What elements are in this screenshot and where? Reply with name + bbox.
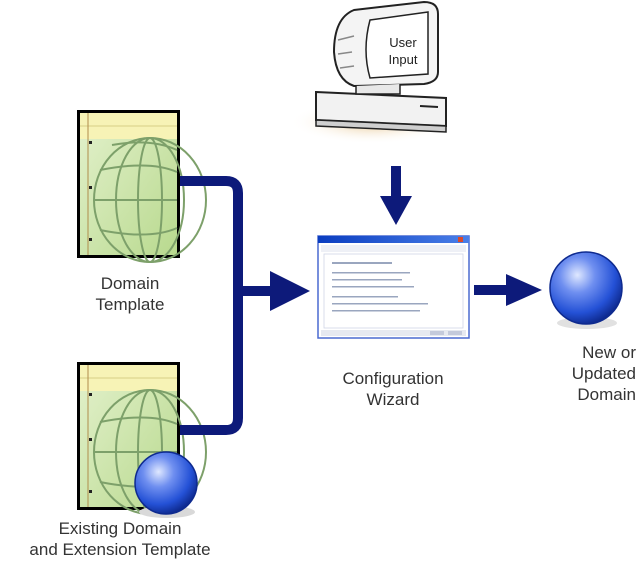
extension-template-icon — [77, 362, 207, 518]
output-arrow — [474, 274, 542, 306]
configuration-wizard-label: Configuration Wizard — [342, 369, 444, 409]
extension-sphere-icon — [134, 451, 198, 515]
user-input-label: User Input — [388, 35, 418, 67]
domain-sphere-icon — [549, 251, 623, 329]
input-arrow — [380, 166, 412, 225]
computer-icon — [290, 0, 454, 144]
existing-domain-template-label: Existing Domain and Extension Template — [29, 519, 211, 559]
template-connectors — [180, 176, 310, 435]
configuration-wizard-window — [317, 235, 470, 339]
domain-template-label: Domain Template — [95, 274, 165, 314]
domain-template-icon — [77, 110, 207, 263]
result-domain-label: New or Updated Domain — [571, 343, 636, 404]
